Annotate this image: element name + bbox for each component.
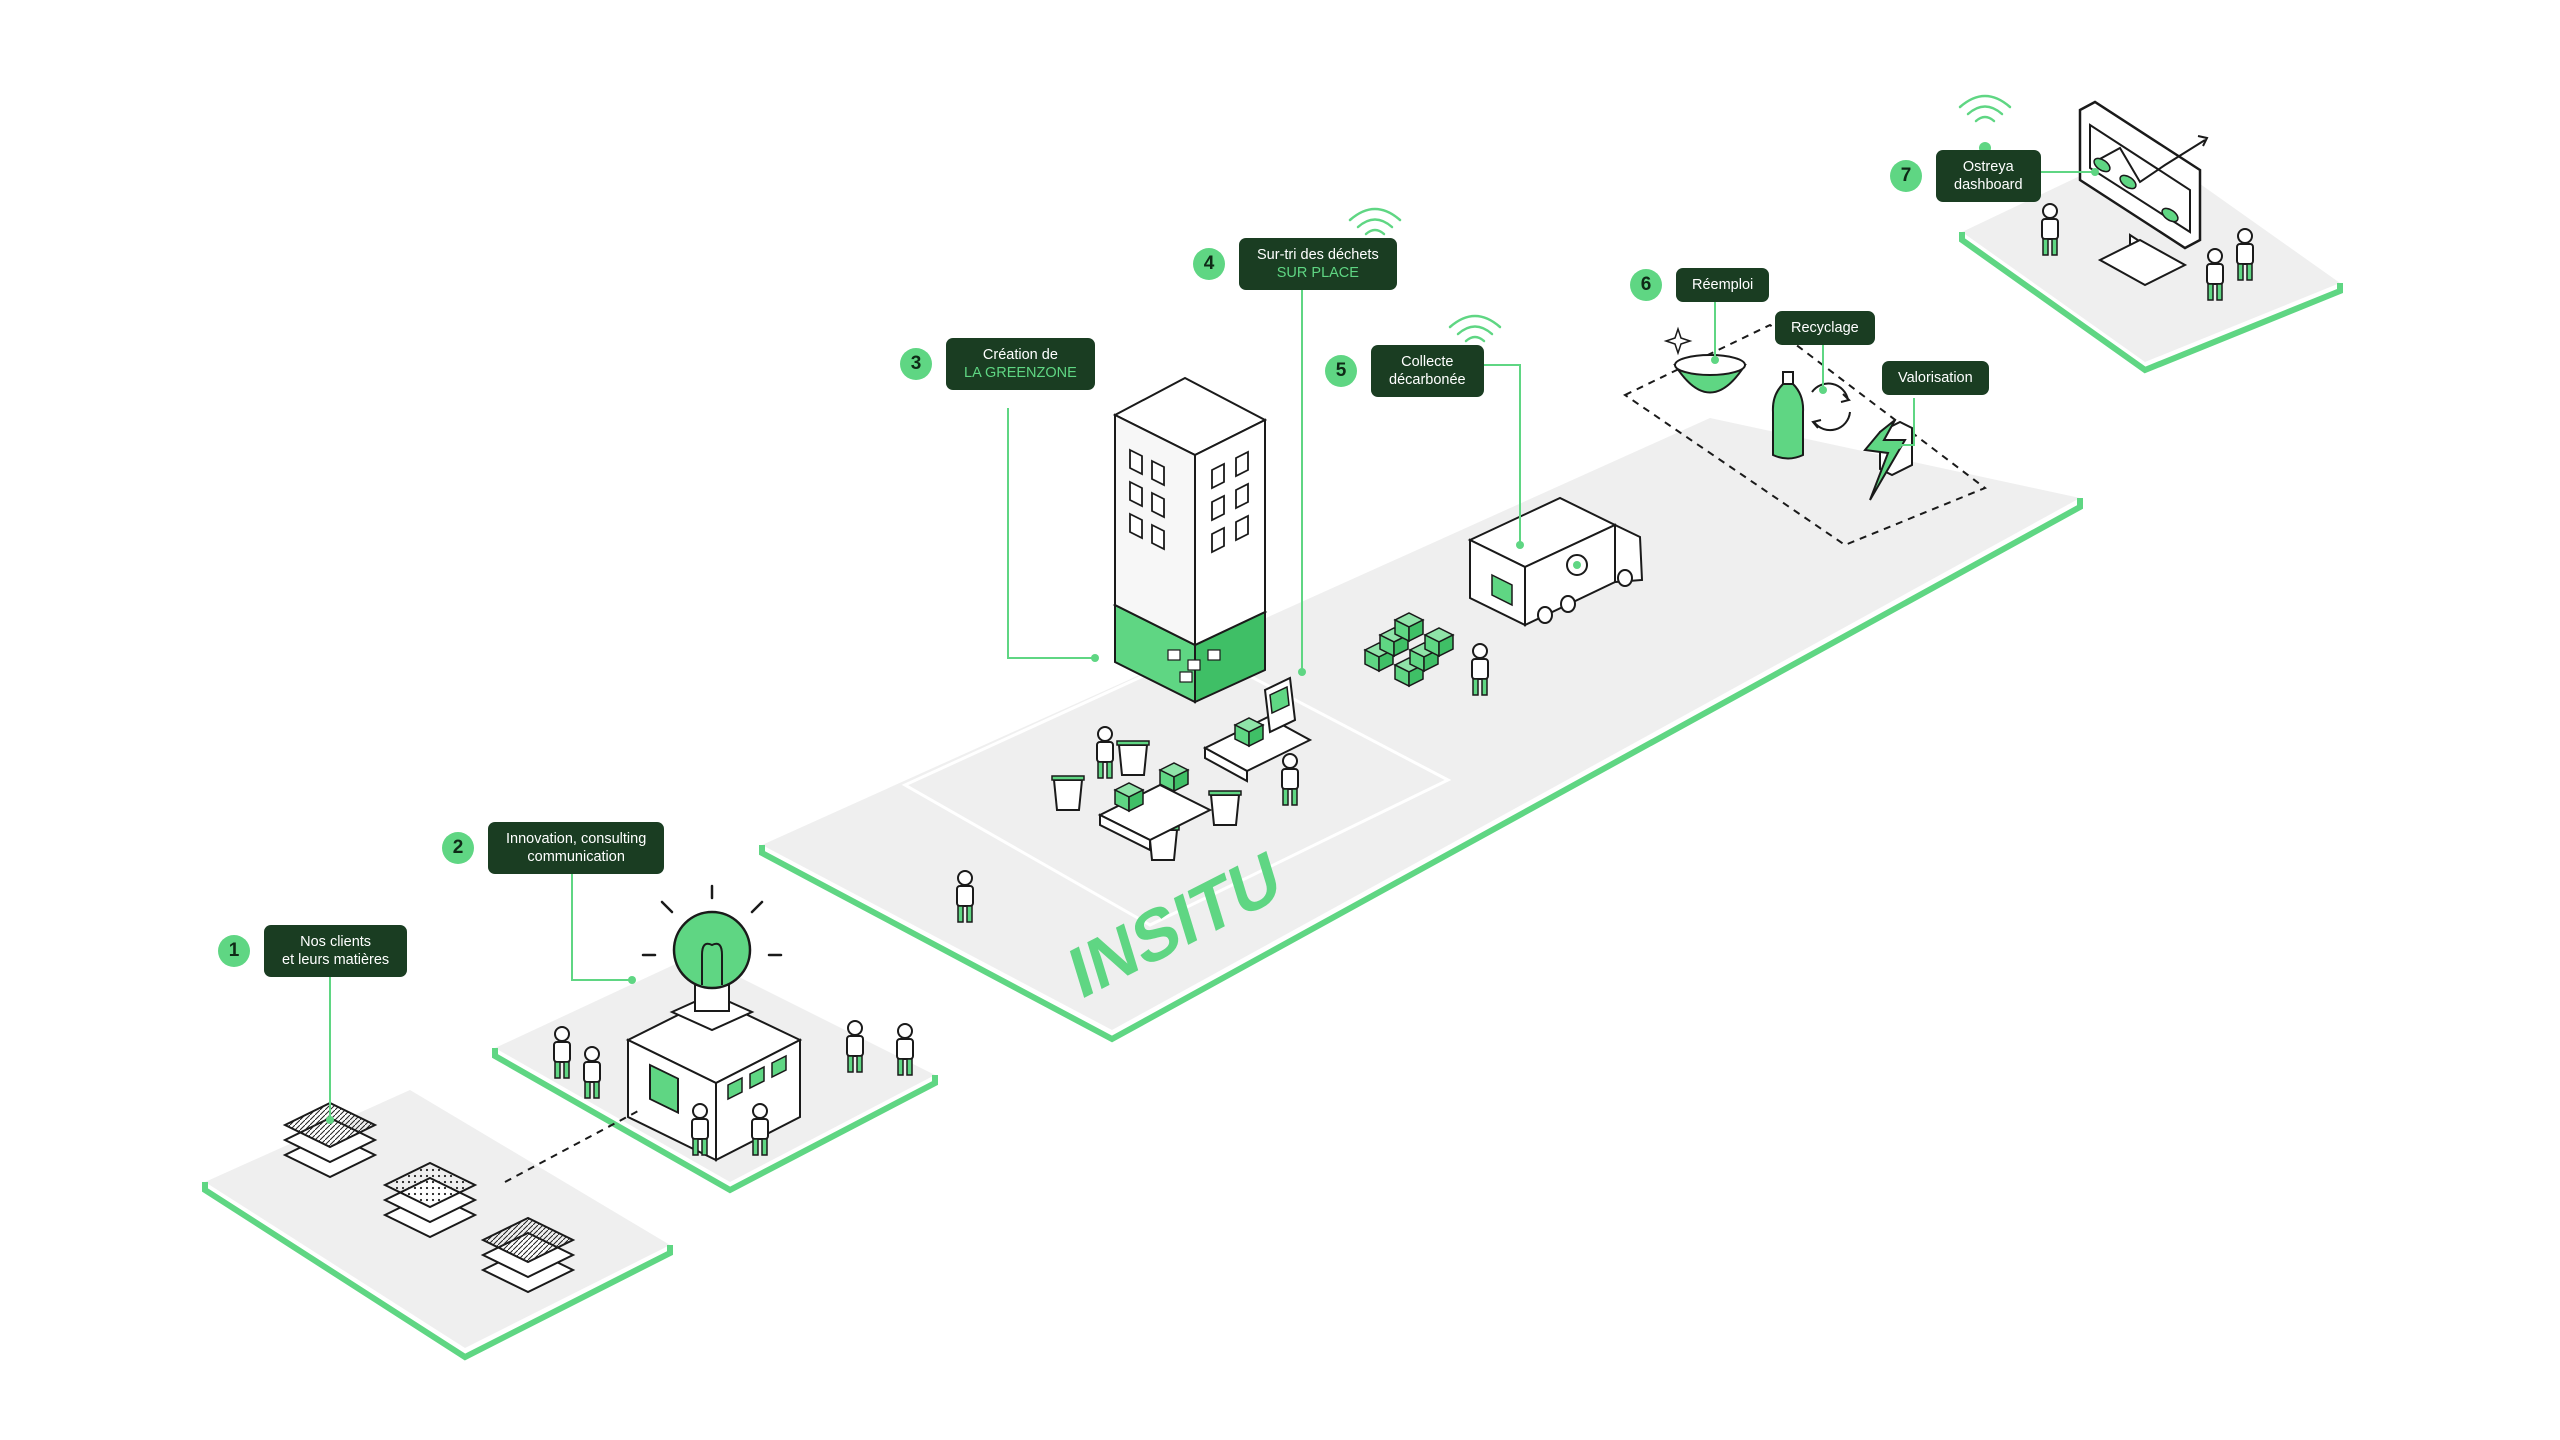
step-6-label: Réemploi — [1676, 268, 1770, 303]
step-2-number: 2 — [442, 832, 474, 865]
lightbulb-building-icon — [625, 884, 803, 1162]
step-2-label: Innovation, consulting communication — [488, 822, 665, 875]
step-3-highlight: LA GREENZONE — [964, 365, 1077, 382]
step-2-callout: 2 Innovation, consulting communication — [442, 822, 665, 875]
callout-leaders — [329, 171, 2095, 1120]
step-3-number: 3 — [900, 348, 932, 381]
bottle-icon — [1771, 371, 1805, 460]
step-1-label: Nos clients et leurs matières — [264, 925, 408, 978]
recycling-callout: Recyclage — [1775, 311, 1875, 346]
step-3-callout: 3 Création de LA GREENZONE — [900, 338, 1095, 391]
step-4-callout: 4 Sur-tri des déchets SUR PLACE — [1193, 238, 1397, 291]
monitor-chart-icon — [2078, 100, 2209, 287]
bowl-icon — [1663, 326, 1747, 394]
recycle-arrows-icon — [1811, 382, 1851, 432]
sorting-bins-icon — [1051, 676, 1313, 861]
valorisation-label: Valorisation — [1882, 361, 1989, 396]
material-layers-icon — [282, 1101, 576, 1294]
step-1-callout: 1 Nos clients et leurs matières — [218, 925, 408, 978]
step-3-label: Création de LA GREENZONE — [946, 338, 1095, 391]
step-1-number: 1 — [218, 935, 250, 968]
recycling-label: Recyclage — [1775, 311, 1875, 346]
wifi-icon — [1958, 94, 2012, 123]
reuse-zone-outline — [1623, 323, 1988, 547]
step-6-callout: 6 Réemploi — [1630, 268, 1770, 303]
step-4-highlight: SUR PLACE — [1276, 265, 1359, 282]
step-7-label: Ostreya dashboard — [1936, 150, 2041, 203]
delivery-truck-icon — [1467, 496, 1644, 627]
step-5-callout: 5 Collecte décarbonée — [1325, 345, 1484, 398]
step-4-label: Sur-tri des déchets SUR PLACE — [1239, 238, 1397, 291]
step-5-label: Collecte décarbonée — [1371, 345, 1484, 398]
wifi-icon — [1448, 314, 1502, 343]
step-6-number: 6 — [1630, 269, 1662, 302]
step-5-number: 5 — [1325, 355, 1357, 388]
step-7-callout: 7 Ostreya dashboard — [1890, 150, 2041, 203]
valorisation-callout: Valorisation — [1882, 361, 1989, 396]
platform-insitu — [759, 418, 2083, 1043]
step-4-number: 4 — [1193, 248, 1225, 281]
office-building-icon — [1112, 376, 1268, 704]
lightning-icon — [1863, 419, 1913, 501]
wifi-icon — [1348, 207, 1402, 236]
step-7-number: 7 — [1890, 160, 1922, 193]
